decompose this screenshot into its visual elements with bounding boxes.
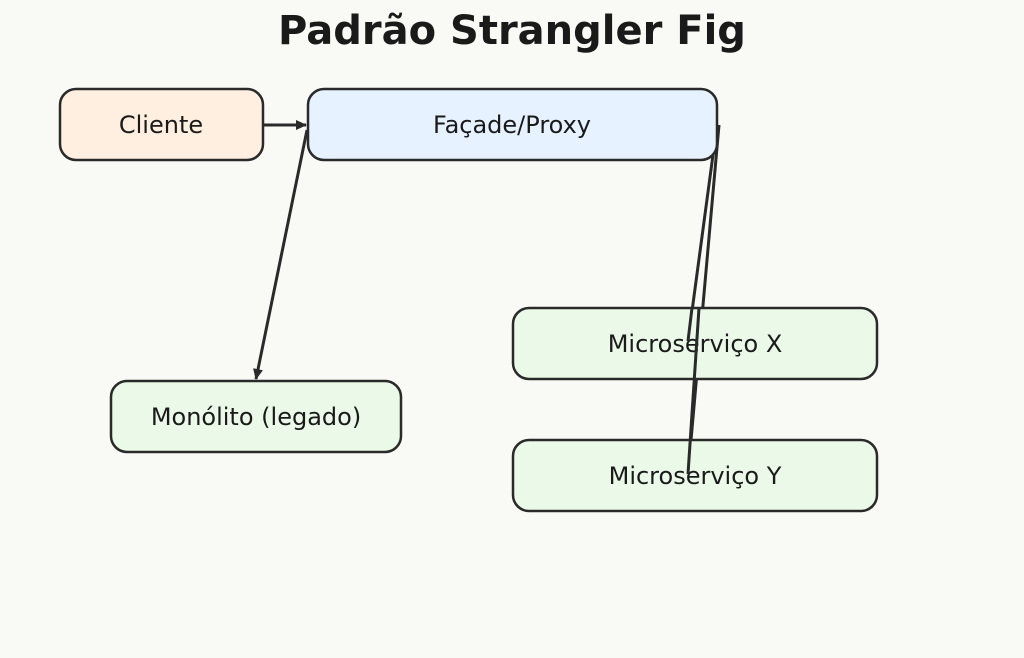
- edge-overlay-microservico-y: [686, 307, 701, 475]
- node-microservico-y-label: Microserviço Y: [609, 462, 782, 490]
- node-monolito-label: Monólito (legado): [151, 403, 361, 431]
- edge-facade-to-microservico-x: [684, 124, 719, 342]
- edge-overlay-microservico-x: [686, 307, 694, 342]
- node-microservico-y: Microserviço Y: [511, 438, 879, 513]
- node-monolito-legado: Monólito (legado): [109, 379, 403, 454]
- diagram-title: Padrão Strangler Fig: [278, 8, 746, 54]
- node-cliente-label: Cliente: [119, 111, 203, 139]
- node-microservico-x: Microserviço X: [511, 306, 879, 381]
- node-facade-proxy: Façade/Proxy: [306, 87, 719, 162]
- edges-overlay: [686, 307, 701, 475]
- node-cliente: Cliente: [58, 87, 265, 162]
- edge-facade-to-monolito: [253, 129, 309, 380]
- node-facade-proxy-label: Façade/Proxy: [433, 111, 591, 139]
